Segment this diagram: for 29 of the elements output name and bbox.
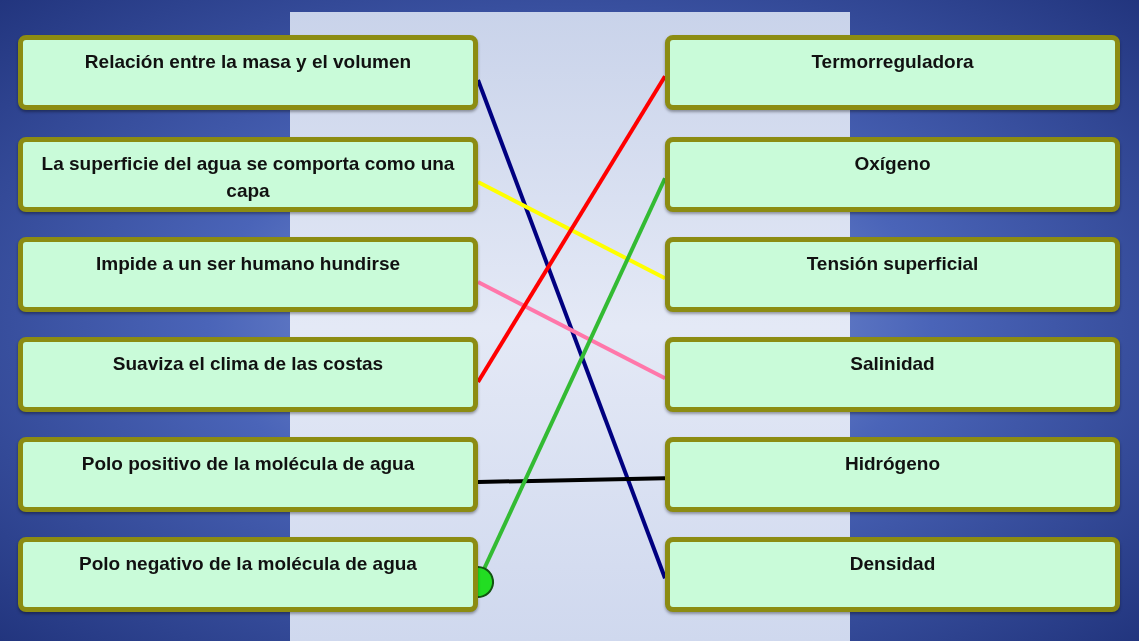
connector-line: [477, 180, 666, 281]
answer-card: [18, 337, 478, 412]
card-text: La superficie del agua se comporta como una capa: [40, 152, 456, 203]
card-text: Oxígeno: [854, 152, 931, 176]
answer-card: [665, 35, 1120, 110]
connector-line: [476, 75, 667, 384]
card-text: Hidrógeno: [845, 452, 940, 476]
card-text: Densidad: [849, 552, 936, 576]
answer-card: [18, 437, 478, 512]
connector-line: [476, 79, 667, 579]
answer-card: [18, 137, 478, 212]
answer-card: [665, 437, 1120, 512]
answer-card: [665, 137, 1120, 212]
card-text: Polo positivo de la molécula de agua: [81, 452, 415, 476]
card-text: Tensión superficial: [806, 252, 979, 276]
card-text: Polo negativo de la molécula de agua: [79, 552, 417, 576]
answer-card: [18, 537, 478, 612]
answer-card: [665, 237, 1120, 312]
card-text: Relación entre la masa y el volumen: [84, 50, 412, 74]
card-text: Impide a un ser humano hundirse: [95, 252, 400, 276]
answer-card: [18, 237, 478, 312]
answer-card: [18, 35, 478, 110]
card-text: Salinidad: [850, 352, 935, 376]
answer-card: [665, 337, 1120, 412]
answer-card: [665, 537, 1120, 612]
connector-line: [477, 280, 666, 381]
card-text: Suaviza el clima de las costas: [112, 352, 384, 376]
connector-line: [477, 476, 666, 484]
card-text: Termorreguladora: [811, 50, 974, 74]
